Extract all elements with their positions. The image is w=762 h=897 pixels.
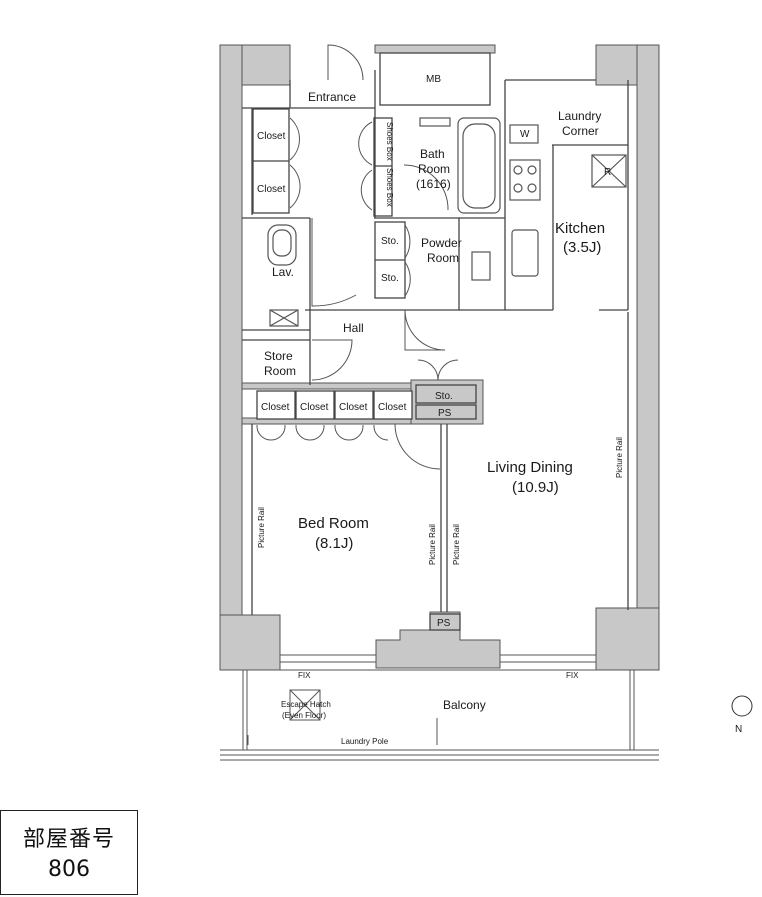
closet-label-a: Closet: [257, 131, 286, 142]
store-label-2: Room: [264, 364, 296, 378]
north-label: N: [735, 724, 742, 735]
closet-label-4: Closet: [378, 402, 407, 413]
picture-rail-bed-left: Picture Rail: [257, 507, 266, 548]
sto-label-1: Sto.: [381, 236, 399, 247]
room-labels: MB Entrance Laundry Corner W Closet Clos…: [257, 74, 624, 746]
shoes-box-label-2: Shoes Box: [385, 168, 394, 207]
interior-lines: [242, 52, 629, 631]
bath-label-2: Room: [418, 162, 450, 176]
washer-label: W: [520, 129, 530, 140]
shoes-box-label-1: Shoes Box: [385, 122, 394, 161]
room-number-title: 部屋番号: [22, 827, 115, 852]
bed-label-2: (8.1J): [315, 535, 353, 552]
picture-rail-bed-right: Picture Rail: [428, 524, 437, 565]
ps-label-2: PS: [437, 618, 451, 629]
sto-label-3: Sto.: [435, 391, 453, 402]
sto-label-2: Sto.: [381, 273, 399, 284]
fix-label-1: FIX: [298, 671, 311, 680]
picture-rail-living-right: Picture Rail: [615, 437, 624, 478]
fridge-label: R: [604, 167, 611, 178]
floor-plan: N MB Entrance Laundry Corner W Closet Cl…: [219, 44, 753, 761]
kitchen-label-2: (3.5J): [563, 239, 601, 256]
closet-row: [256, 390, 413, 420]
kitchen-label-1: Kitchen: [555, 220, 605, 237]
closet-label-b: Closet: [257, 184, 286, 195]
store-label-1: Store: [264, 349, 293, 363]
powder-label-1: Powder: [421, 236, 462, 250]
door-arcs: [256, 44, 459, 470]
ps-label-1: PS: [438, 408, 452, 419]
powder-label-2: Room: [427, 251, 459, 265]
laundry-pole-label: Laundry Pole: [341, 737, 389, 746]
room-number-value: 806: [48, 857, 90, 882]
bed-label-1: Bed Room: [298, 515, 369, 532]
bath-label-3: (1616): [416, 177, 451, 191]
windows: [242, 654, 637, 671]
balcony-label: Balcony: [443, 698, 486, 712]
picture-rail-living-left: Picture Rail: [452, 524, 461, 565]
mb-label: MB: [426, 74, 441, 85]
laundry-label-1: Laundry: [558, 109, 601, 123]
north-arrow: N: [731, 694, 753, 735]
escape-hatch-label-1: Escape Hatch: [281, 700, 331, 709]
fix-label-2: FIX: [566, 671, 579, 680]
closet-label-3: Closet: [339, 402, 368, 413]
room-number-box: 部屋番号 806: [0, 810, 138, 895]
closet-label-2: Closet: [300, 402, 329, 413]
escape-hatch-label-2: (Even Floor): [282, 711, 326, 720]
lav-label: Lav.: [272, 265, 294, 279]
fixtures: [267, 117, 627, 327]
laundry-label-2: Corner: [562, 124, 599, 138]
living-label-2: (10.9J): [512, 479, 559, 496]
closet-label-1: Closet: [261, 402, 290, 413]
entrance-label: Entrance: [308, 90, 356, 104]
living-label-1: Living Dining: [487, 459, 573, 476]
bath-label-1: Bath: [420, 147, 445, 161]
hall-label: Hall: [343, 321, 364, 335]
balcony-lines: [220, 670, 659, 761]
